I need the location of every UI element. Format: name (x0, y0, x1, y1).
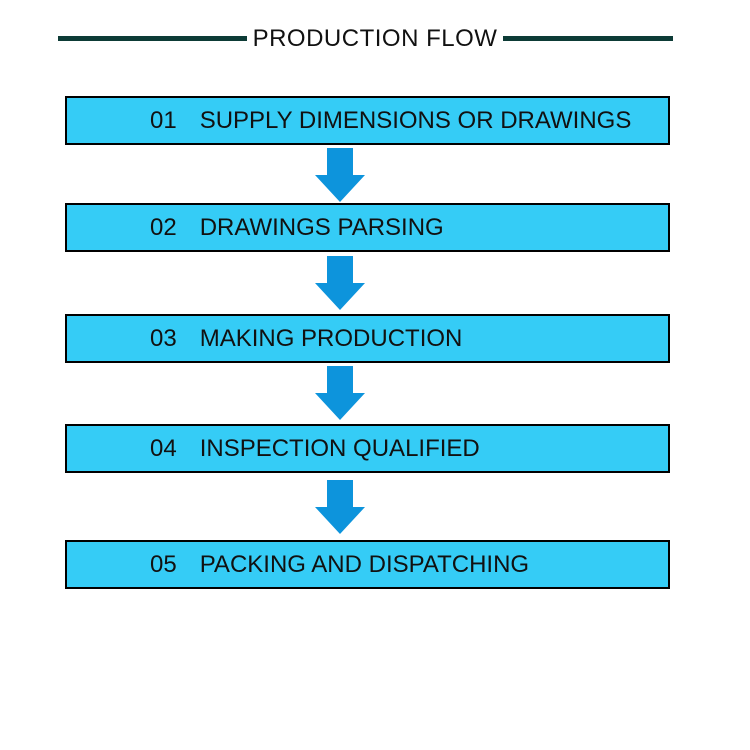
down-arrow-icon (315, 480, 365, 534)
step-label: SUPPLY DIMENSIONS OR DRAWINGS (199, 106, 632, 134)
down-arrow-icon (315, 366, 365, 420)
flow-step-box-2: 02 DRAWINGS PARSING (65, 203, 670, 252)
step-label: MAKING PRODUCTION (199, 324, 463, 352)
step-number: 04 (150, 434, 177, 462)
title-rule-right (503, 36, 673, 41)
flow-step-box-5: 05 PACKING AND DISPATCHING (65, 540, 670, 589)
step-number: 02 (150, 213, 177, 241)
flow-step-box-1: 01 SUPPLY DIMENSIONS OR DRAWINGS (65, 96, 670, 145)
step-label: INSPECTION QUALIFIED (199, 434, 480, 462)
down-arrow-icon (315, 256, 365, 310)
page-title: PRODUCTION FLOW (252, 25, 498, 52)
title-rule-left (58, 36, 247, 41)
step-label: PACKING AND DISPATCHING (199, 550, 530, 578)
step-number: 03 (150, 324, 177, 352)
flow-step-box-3: 03 MAKING PRODUCTION (65, 314, 670, 363)
flow-step-box-4: 04 INSPECTION QUALIFIED (65, 424, 670, 473)
step-number: 01 (150, 106, 177, 134)
step-number: 05 (150, 550, 177, 578)
down-arrow-icon (315, 148, 365, 202)
step-label: DRAWINGS PARSING (199, 213, 444, 241)
